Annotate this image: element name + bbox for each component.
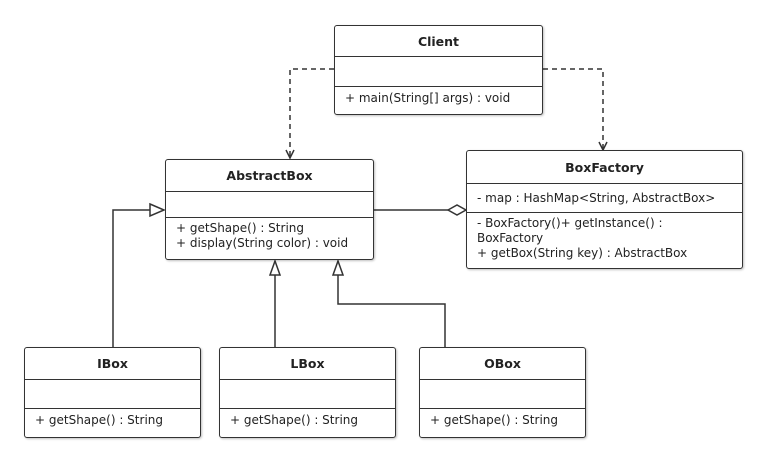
generalization-arrow-obox xyxy=(331,258,345,276)
generalization-ibox xyxy=(112,209,150,348)
generalization-arrow-ibox xyxy=(149,202,166,218)
class-name: Client xyxy=(335,26,542,57)
class-name: LBox xyxy=(220,348,395,380)
attributes-compartment xyxy=(25,380,200,409)
operation: + main(String[] args) : void xyxy=(345,91,511,105)
dependency-client-abstractbox xyxy=(290,68,334,158)
class-client[interactable]: Client + main(String[] args) : void xyxy=(334,25,543,115)
operation: + getBox(String key) : AbstractBox xyxy=(477,246,688,260)
class-lbox[interactable]: LBox + getShape() : String xyxy=(219,347,396,438)
class-boxfactory[interactable]: BoxFactory - map : HashMap<String, Abstr… xyxy=(466,150,743,269)
generalization-arrow-lbox xyxy=(268,258,282,276)
operations-compartment: + main(String[] args) : void xyxy=(335,87,542,110)
operations-compartment: - BoxFactory()+ getInstance() : BoxFacto… xyxy=(467,213,742,265)
operation: + getShape() : String xyxy=(176,221,304,235)
attribute: - map : HashMap<String, AbstractBox> xyxy=(477,191,716,205)
attributes-compartment xyxy=(220,380,395,409)
aggregation-diamond xyxy=(446,204,468,216)
operation: + getShape() : String xyxy=(430,413,558,427)
operations-compartment: + getShape() : String xyxy=(220,409,395,432)
class-ibox[interactable]: IBox + getShape() : String xyxy=(24,347,201,438)
dependency-client-boxfactory xyxy=(543,68,603,150)
operations-compartment: + getShape() : String xyxy=(25,409,200,432)
class-name: OBox xyxy=(420,348,585,380)
operations-compartment: + getShape() : String + display(String c… xyxy=(166,218,373,255)
operation: + getShape() : String xyxy=(35,413,163,427)
operation: - BoxFactory()+ getInstance() : BoxFacto… xyxy=(477,216,663,245)
attributes-compartment: - map : HashMap<String, AbstractBox> xyxy=(467,184,742,213)
generalization-obox xyxy=(337,275,446,348)
class-name: BoxFactory xyxy=(467,151,742,184)
operation: + display(String color) : void xyxy=(176,236,349,250)
class-name: AbstractBox xyxy=(166,160,373,192)
operations-compartment: + getShape() : String xyxy=(420,409,585,432)
attributes-compartment xyxy=(420,380,585,409)
attributes-compartment xyxy=(166,192,373,218)
attributes-compartment xyxy=(335,57,542,87)
class-abstractbox[interactable]: AbstractBox + getShape() : String + disp… xyxy=(165,159,374,260)
class-obox[interactable]: OBox + getShape() : String xyxy=(419,347,586,438)
class-name: IBox xyxy=(25,348,200,380)
operation: + getShape() : String xyxy=(230,413,358,427)
